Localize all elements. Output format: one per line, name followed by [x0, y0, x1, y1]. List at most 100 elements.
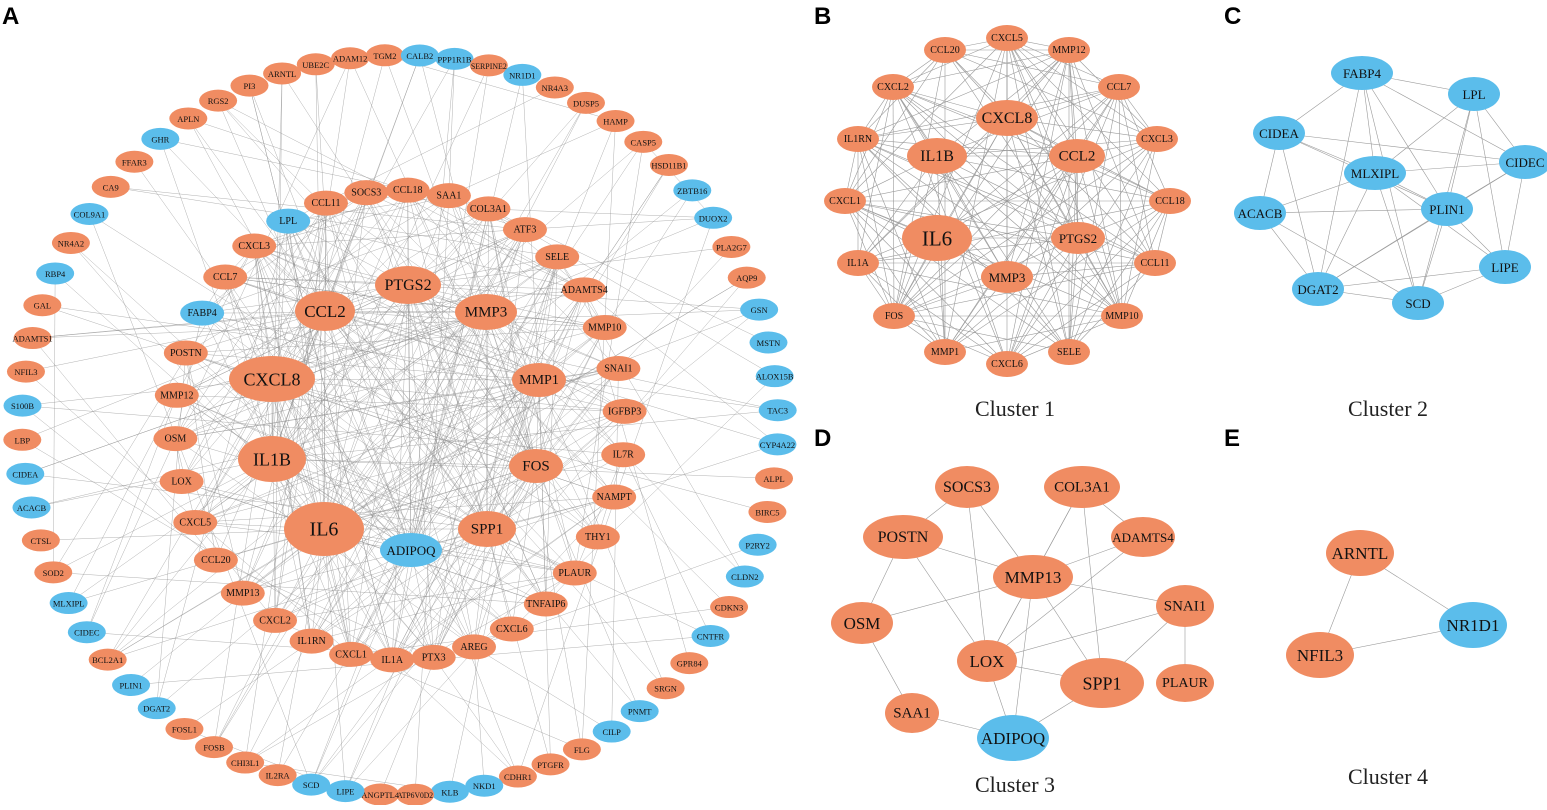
node-label: IL2RA — [266, 771, 291, 781]
node-label: COL3A1 — [1054, 480, 1110, 496]
node-label: CXCL3 — [238, 241, 270, 252]
a-node-fosl1: FOSL1 — [165, 718, 203, 740]
edge — [643, 142, 713, 218]
cluster-2-caption: Cluster 2 — [1348, 396, 1428, 421]
a-node-nr4a2: NR4A2 — [52, 232, 90, 254]
node-label: CXCL3 — [1141, 134, 1173, 145]
edge — [1119, 87, 1122, 316]
edge — [108, 278, 747, 660]
node-label: ANGPTL4 — [361, 790, 400, 800]
b-node-il6: IL6 — [902, 215, 972, 261]
node-label: IL1A — [847, 258, 869, 269]
a-node-cldn2: CLDN2 — [726, 566, 764, 588]
a-node-ptx3: PTX3 — [412, 645, 456, 670]
edge — [474, 647, 612, 732]
node-label: DGAT2 — [143, 704, 170, 714]
a-node-casp5: CASP5 — [624, 131, 662, 153]
node-label: CNTFR — [697, 631, 725, 641]
e-node-nr1d1: NR1D1 — [1439, 602, 1507, 648]
node-label: ARNTL — [1332, 544, 1389, 563]
node-label: GPR84 — [677, 659, 703, 669]
node-label: CIDEA — [1259, 126, 1299, 141]
a-node-ghr: GHR — [141, 128, 179, 150]
panel-letter-e: E — [1224, 425, 1240, 452]
node-label: CXCL1 — [335, 649, 367, 660]
node-label: ADIPOQ — [981, 729, 1045, 748]
d-node-saa1: SAA1 — [885, 693, 939, 733]
node-label: MLXIPL — [1351, 166, 1399, 181]
node-label: CCL2 — [1059, 149, 1096, 165]
node-label: CILP — [602, 727, 621, 737]
node-label: PLAUR — [1162, 676, 1209, 691]
node-label: CTSL — [30, 536, 51, 546]
d-node-snai1: SNAI1 — [1156, 585, 1214, 627]
node-label: CDHR1 — [504, 772, 532, 782]
a-node-fabp4: FABP4 — [180, 301, 224, 326]
edge — [345, 121, 615, 791]
node-label: IL6 — [310, 519, 339, 541]
e-node-arntl: ARNTL — [1326, 530, 1394, 576]
cluster-1-network: CXCL5MMP12CCL7CXCL3CCL18CCL11MMP10SELECX… — [824, 25, 1191, 377]
node-label: GAL — [34, 301, 51, 311]
a-node-mmp1: MMP1 — [512, 363, 566, 397]
a-node-ccl18: CCL18 — [386, 178, 430, 203]
b-node-il1b: IL1B — [907, 138, 967, 174]
a-node-mmp13: MMP13 — [221, 581, 265, 606]
node-label: SELE — [1057, 347, 1081, 358]
a-node-cidec: CIDEC — [68, 621, 106, 643]
a-node-mmp12: MMP12 — [155, 383, 199, 408]
b-node-cxcl5: CXCL5 — [986, 25, 1028, 51]
a-node-nkd1: NKD1 — [465, 775, 503, 797]
b-node-ptgs2: PTGS2 — [1051, 222, 1105, 254]
node-label: LIPE — [336, 787, 354, 797]
node-label: NAMPT — [597, 492, 632, 503]
a-node-hamp: HAMP — [597, 110, 635, 132]
node-label: FFAR3 — [122, 157, 147, 167]
node-label: CALB2 — [406, 51, 433, 61]
node-label: DUSP5 — [573, 98, 599, 108]
edge — [486, 312, 598, 537]
d-node-plaur: PLAUR — [1156, 664, 1214, 702]
node-label: CXCL6 — [496, 624, 528, 635]
a-node-rbp4: RBP4 — [36, 262, 74, 284]
edge — [1260, 209, 1447, 213]
a-node-ube2c: UBE2C — [297, 53, 335, 75]
node-label: IL7R — [613, 450, 634, 461]
cluster-4-caption: Cluster 4 — [1348, 764, 1428, 789]
a-node-plaur: PLAUR — [553, 560, 597, 585]
a-node-spp1: SPP1 — [458, 511, 516, 547]
node-label: MMP13 — [1005, 568, 1062, 587]
a-node-acacb: ACACB — [13, 496, 51, 518]
node-label: CXCL6 — [991, 359, 1023, 370]
a-node-igfbp3: IGFBP3 — [603, 399, 647, 424]
a-node-col9a1: COL9A1 — [70, 203, 108, 225]
node-label: CCL11 — [1140, 258, 1169, 269]
node-label: IL1A — [381, 655, 403, 666]
node-label: LPL — [1462, 87, 1485, 102]
node-label: CIDEC — [1506, 155, 1545, 170]
edge — [486, 312, 487, 529]
edge — [53, 273, 55, 572]
node-label: CLDN2 — [731, 572, 758, 582]
node-label: THY1 — [585, 532, 611, 543]
node-label: PPP1R1B — [438, 54, 472, 64]
a-node-mlxipl: MLXIPL — [50, 592, 88, 614]
b-node-mmp10: MMP10 — [1101, 303, 1143, 329]
node-label: POSTN — [170, 348, 202, 359]
a-node-mmp10: MMP10 — [583, 315, 627, 340]
b-node-cxcl2: CXCL2 — [872, 74, 914, 100]
a-node-apln: APLN — [169, 107, 207, 129]
node-label: CXCL8 — [982, 110, 1033, 127]
a-node-pi3: PI3 — [230, 75, 268, 97]
b-node-mmp12: MMP12 — [1048, 37, 1090, 63]
a-node-cxcl5: CXCL5 — [173, 510, 217, 535]
b-node-ccl20: CCL20 — [924, 37, 966, 63]
node-label: ALOX15B — [756, 372, 794, 382]
a-node-fos: FOS — [509, 449, 563, 483]
node-label: IGFBP3 — [608, 406, 641, 417]
a-node-cxcl3: CXCL3 — [232, 233, 276, 258]
node-label: IL1RN — [844, 134, 872, 145]
